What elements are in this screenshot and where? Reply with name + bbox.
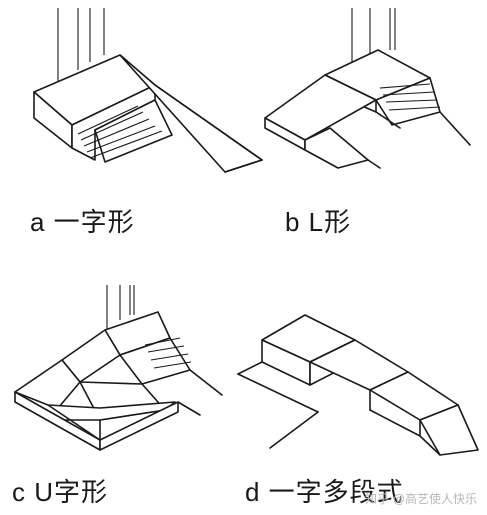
caption-c: c U字形 (12, 477, 109, 507)
multi-segment-ramp-drawing (237, 314, 479, 456)
caption-b: b L形 (285, 207, 352, 237)
caption-a: a 一字形 (30, 207, 135, 237)
straight-ramp-drawing (33, 8, 263, 173)
u-shaped-ramp-drawing (14, 285, 223, 451)
watermark: 知乎 @高艺使人快乐 (365, 492, 477, 506)
caption-d: d 一字多段式 (245, 477, 404, 507)
l-shaped-ramp-drawing (264, 8, 471, 169)
